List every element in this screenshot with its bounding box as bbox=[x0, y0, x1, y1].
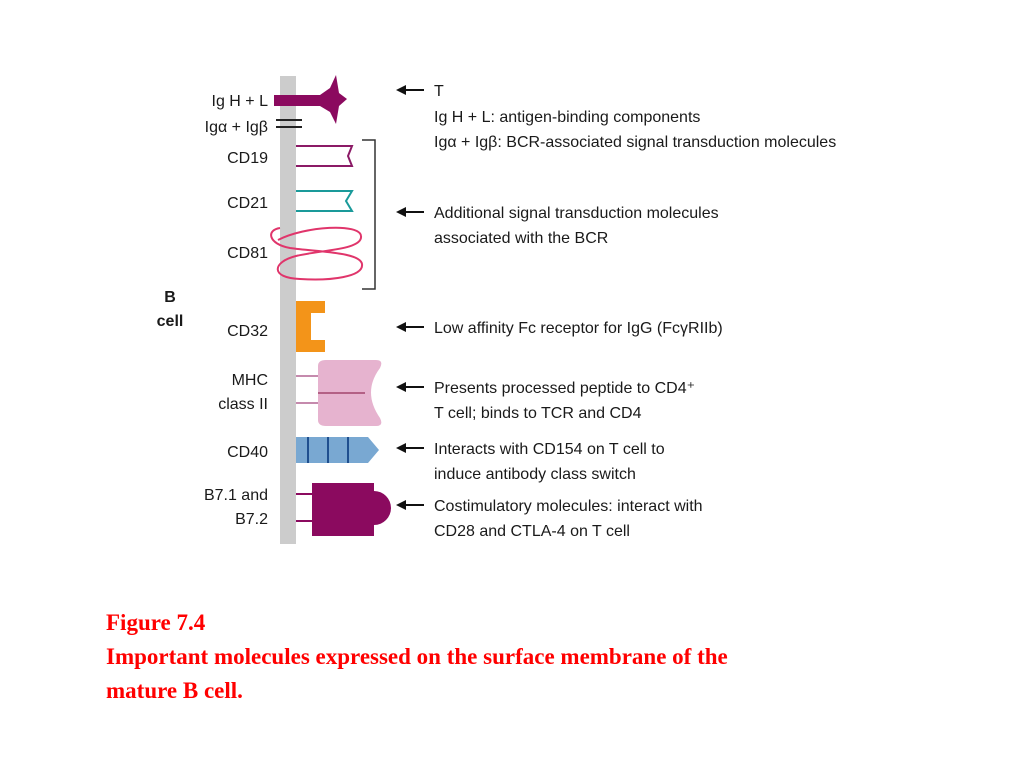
desc-cd40-line2: induce antibody class switch bbox=[434, 466, 636, 483]
label-cd40: CD40 bbox=[227, 444, 268, 461]
cell-label-b: B bbox=[164, 289, 176, 306]
cd81-shape bbox=[270, 226, 363, 281]
b7-shape bbox=[296, 483, 391, 536]
desc-b7-line1: Costimulatory molecules: interact with bbox=[434, 498, 703, 515]
desc-coreceptor-line2: associated with the BCR bbox=[434, 230, 608, 247]
label-cd32: CD32 bbox=[227, 323, 268, 340]
desc-ig-ab: Igα + Igβ: BCR-associated signal transdu… bbox=[434, 134, 836, 151]
label-mhc: MHC bbox=[232, 372, 268, 389]
arrow-cd32 bbox=[396, 322, 424, 332]
ig-bcr-shape bbox=[274, 75, 347, 128]
b7-body bbox=[312, 483, 391, 536]
cd40-shape bbox=[296, 437, 379, 463]
label-cd19: CD19 bbox=[227, 150, 268, 167]
arrow-b7 bbox=[396, 500, 424, 510]
arrow-cd40-head bbox=[396, 443, 406, 453]
cd32-shape bbox=[296, 301, 325, 352]
caption-line-1: Important molecules expressed on the sur… bbox=[106, 644, 728, 669]
mhc-class-ii-shape bbox=[296, 360, 382, 426]
label-cd81: CD81 bbox=[227, 245, 268, 262]
arrow-b7-head bbox=[396, 500, 406, 510]
label-cd21: CD21 bbox=[227, 195, 268, 212]
b-cell-membrane-diagram: B cell Ig H + L Igα + Igβ CD19 CD21 CD81… bbox=[157, 75, 836, 544]
figure-caption: Figure 7.4 Important molecules expressed… bbox=[106, 606, 906, 708]
arrow-coreceptor bbox=[396, 207, 424, 217]
label-ig-hl: Ig H + L bbox=[212, 93, 269, 110]
label-b7-line2: B7.2 bbox=[235, 511, 268, 528]
label-ig-ab: Igα + Igβ bbox=[205, 119, 268, 136]
desc-coreceptor-line1: Additional signal transduction molecules bbox=[434, 205, 719, 222]
label-b7-line1: B7.1 and bbox=[204, 487, 268, 504]
label-class-ii: class II bbox=[218, 396, 268, 413]
cd19-shape bbox=[296, 145, 354, 167]
arrow-cd32-head bbox=[396, 322, 406, 332]
desc-b7-line2: CD28 and CTLA-4 on T cell bbox=[434, 523, 630, 540]
cell-label-cell: cell bbox=[157, 313, 184, 330]
caption-title: Figure 7.4 bbox=[106, 610, 206, 635]
arrow-ig-head bbox=[396, 85, 406, 95]
caption-line-2: mature B cell. bbox=[106, 678, 243, 703]
cd40-body bbox=[296, 437, 379, 463]
cd21-shape bbox=[296, 190, 354, 212]
arrow-ig bbox=[396, 85, 424, 95]
coreceptor-bracket bbox=[362, 139, 376, 290]
arrow-coreceptor-head bbox=[396, 207, 406, 217]
desc-ig-t: T bbox=[434, 83, 444, 100]
cell-membrane bbox=[280, 76, 296, 544]
arrow-cd40 bbox=[396, 443, 424, 453]
ig-heavy-light-chain bbox=[274, 75, 347, 124]
desc-cd32: Low affinity Fc receptor for IgG (FcγRII… bbox=[434, 320, 723, 337]
arrow-mhc-head bbox=[396, 382, 406, 392]
arrow-mhc bbox=[396, 382, 424, 392]
desc-cd40-line1: Interacts with CD154 on T cell to bbox=[434, 441, 665, 458]
desc-ig-hl: Ig H + L: antigen-binding components bbox=[434, 109, 700, 126]
desc-mhc-line2: T cell; binds to TCR and CD4 bbox=[434, 405, 642, 422]
desc-mhc-line1: Presents processed peptide to CD4⁺ bbox=[434, 380, 695, 397]
